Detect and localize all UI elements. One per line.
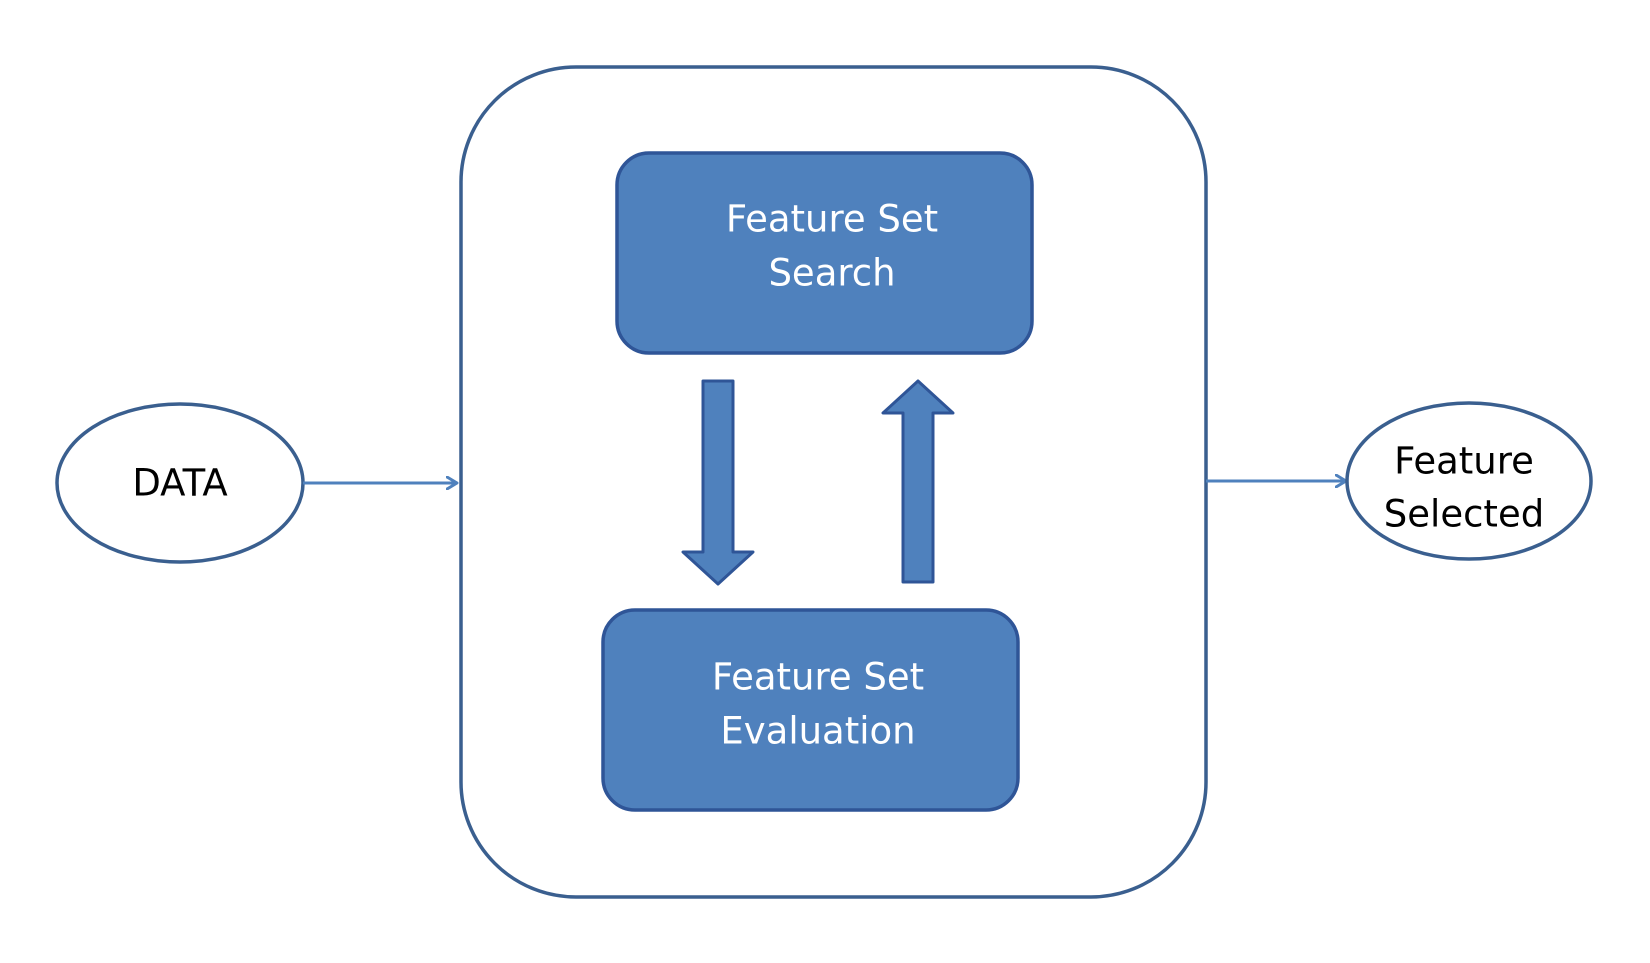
feature-selected-node: Feature Selected: [1345, 401, 1593, 561]
search-box-label-line2: Search: [768, 252, 895, 295]
evaluation-box: Feature Set Evaluation: [601, 608, 1020, 812]
search-box: Feature Set Search: [615, 151, 1034, 355]
evaluation-box-label-line1: Feature Set: [712, 656, 924, 699]
feature-selected-label-line1: Feature: [1394, 440, 1534, 483]
evaluation-box-shape: [601, 608, 1020, 812]
search-to-evaluation-arrow: [681, 379, 755, 586]
search-box-label-line1: Feature Set: [726, 198, 938, 241]
evaluation-box-label-line2: Evaluation: [720, 710, 915, 753]
feature-selected-label-line2: Selected: [1384, 493, 1544, 536]
data-node: DATA: [55, 402, 305, 564]
data-label: DATA: [132, 462, 227, 505]
search-box-shape: [615, 151, 1034, 355]
evaluation-to-search-arrow: [881, 379, 955, 584]
feature-selected-ellipse: [1345, 401, 1593, 561]
